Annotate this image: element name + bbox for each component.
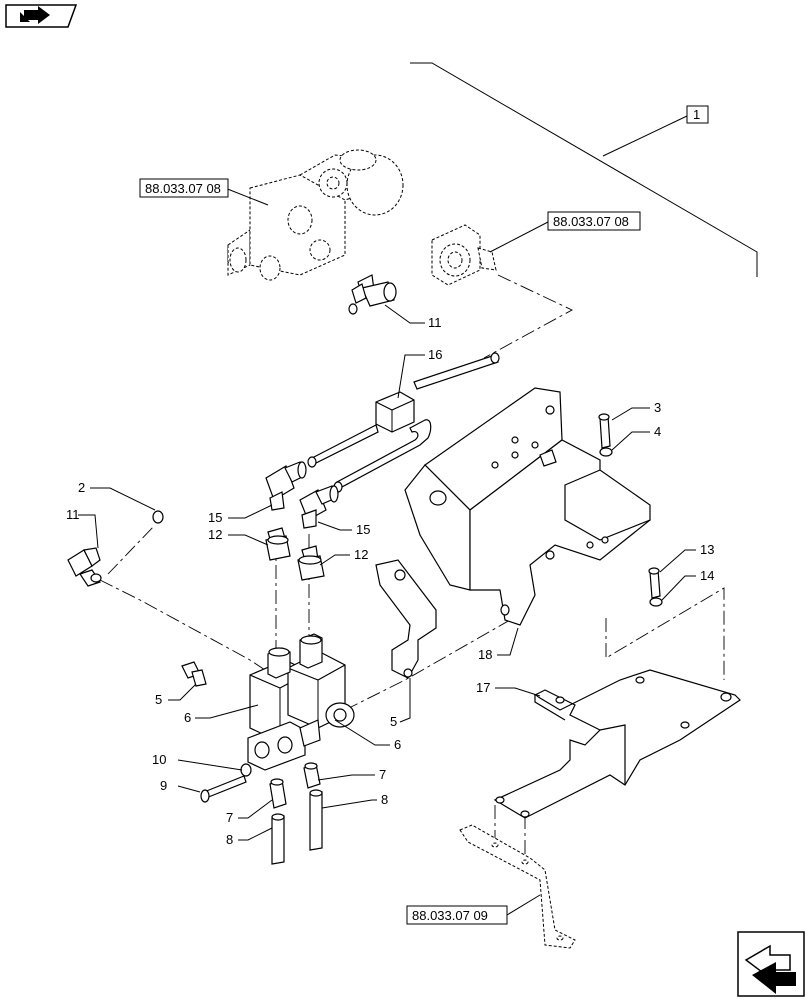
callout-10: 10 — [152, 752, 166, 767]
callout-11-upper: 11 — [428, 315, 442, 330]
callout-16: 16 — [428, 347, 442, 362]
callout-8-left: 8 — [226, 832, 233, 847]
elbow-fitting-left — [67, 547, 102, 587]
elbow-fitting-15-left — [265, 461, 307, 511]
callout-15-left: 15 — [208, 510, 222, 525]
callout-3: 3 — [654, 400, 661, 415]
nut-12-right — [297, 545, 325, 581]
bolt-3 — [598, 413, 611, 449]
adapter-7-right — [303, 762, 321, 789]
bolt-9 — [200, 775, 247, 803]
callout-14: 14 — [700, 568, 714, 583]
callout-6-left: 6 — [184, 710, 191, 725]
callout-7-left: 7 — [226, 810, 233, 825]
mounting-plate-17 — [493, 669, 741, 819]
elbow-fitting-upper — [351, 274, 397, 307]
callout-5-right: 5 — [390, 714, 397, 729]
back-arrow-icon[interactable] — [5, 4, 78, 28]
callout-12-right: 12 — [354, 547, 368, 562]
tube-8-left — [271, 813, 285, 865]
support-bracket-18 — [404, 387, 651, 626]
reference-box-b[interactable] — [547, 211, 641, 231]
tee-connector-item-16 — [307, 352, 500, 493]
centerline-fitting — [483, 274, 573, 359]
reference-box-a[interactable] — [139, 178, 229, 198]
washer-14 — [649, 597, 663, 607]
adapter-7-left — [269, 778, 287, 809]
callout-5-left: 5 — [155, 692, 162, 707]
callout-1-box — [686, 105, 709, 124]
ghost-brake-valve — [227, 149, 404, 281]
callout-15-right: 15 — [356, 522, 370, 537]
nut-12-left — [265, 527, 291, 561]
centerline-elbow-left — [107, 524, 156, 575]
callout-13: 13 — [700, 542, 714, 557]
reference-c: 88.033.07 09 — [412, 908, 488, 923]
washer-10 — [240, 763, 252, 777]
centerline-to-valve — [99, 579, 269, 673]
tube-8-right — [309, 789, 323, 851]
reference-b: 88.033.07 08 — [553, 214, 629, 229]
callout-11-left: 11 — [66, 507, 80, 522]
ghost-fitting — [431, 224, 497, 286]
solenoid-valve-block — [247, 633, 355, 771]
plug-5-left — [181, 661, 207, 687]
bolt-13 — [648, 567, 661, 599]
centerline-plate — [605, 587, 725, 680]
washer-4 — [599, 447, 613, 457]
callout-9: 9 — [160, 778, 167, 793]
reference-a: 88.033.07 08 — [145, 181, 221, 196]
next-arrow-icon[interactable] — [737, 931, 805, 997]
callout-6-right: 6 — [394, 737, 401, 752]
ghost-lower-bracket — [459, 824, 576, 949]
callout-18: 18 — [478, 647, 492, 662]
callout-2: 2 — [78, 480, 85, 495]
elbow-fitting-15-right — [299, 485, 339, 529]
callout-17: 17 — [476, 680, 490, 695]
callout-8-right: 8 — [381, 792, 388, 807]
assembly-leader — [410, 62, 758, 277]
callout-1: 1 — [693, 107, 700, 122]
callout-12-left: 12 — [208, 527, 222, 542]
callout-7-right: 7 — [379, 767, 386, 782]
reference-box-c[interactable] — [406, 905, 508, 925]
callout-4: 4 — [654, 424, 661, 439]
bracket-5-right — [375, 559, 437, 679]
tube-item-2 — [157, 302, 354, 517]
